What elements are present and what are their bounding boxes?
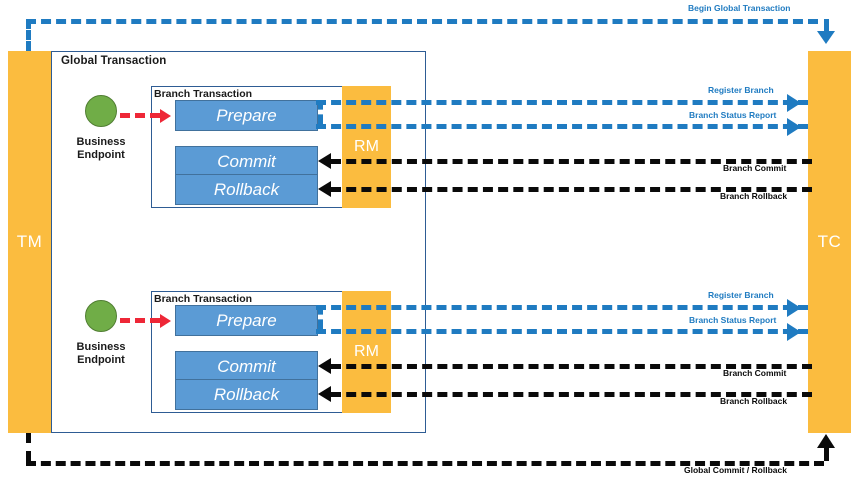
business-endpoint-label-2: Business Endpoint	[61, 341, 141, 367]
branch-commit-line-1	[331, 159, 812, 164]
action-prepare-1[interactable]: Prepare	[175, 100, 318, 131]
business-endpoint-label-line1: Business	[76, 341, 126, 353]
business-endpoint-label-1: Business Endpoint	[61, 136, 141, 162]
edge-label-begin-global-transaction: Begin Global Transaction	[688, 3, 791, 13]
edge-label-global-commit-rollback: Global Commit / Rollback	[684, 465, 787, 475]
register-branch-arrowhead-1	[787, 94, 801, 112]
branch-status-report-arrowhead-1	[787, 118, 801, 136]
global-commit-rollback-line	[26, 461, 824, 466]
action-prepare-2[interactable]: Prepare	[175, 305, 318, 336]
register-branch-connector-1	[318, 100, 323, 124]
business-endpoint-dot-2[interactable]	[85, 300, 117, 332]
branch-status-report-line-1	[316, 124, 808, 129]
branch-status-report-arrowhead-2	[787, 323, 801, 341]
pillar-tm[interactable]: TM	[8, 51, 51, 433]
branch-transaction-label-2: Branch Transaction	[154, 293, 253, 305]
endpoint-to-prepare-arrowhead-2	[160, 314, 171, 328]
begin-global-transaction-line-down-tc	[824, 19, 829, 32]
edge-label-register-branch-1: Register Branch	[708, 85, 774, 95]
branch-transaction-label-1: Branch Transaction	[154, 88, 253, 100]
begin-global-transaction-line	[26, 19, 818, 24]
endpoint-to-prepare-arrowhead-1	[160, 109, 171, 123]
business-endpoint-dot-1[interactable]	[85, 95, 117, 127]
global-commit-rollback-line-up-tm	[26, 433, 31, 461]
branch-rollback-line-1	[331, 187, 812, 192]
edge-label-branch-rollback-2: Branch Rollback	[720, 396, 788, 406]
branch-commit-arrowhead-2	[318, 358, 331, 374]
action-commit-1[interactable]: Commit	[175, 146, 318, 177]
branch-rollback-arrowhead-2	[318, 386, 331, 402]
branch-commit-arrowhead-1	[318, 153, 331, 169]
edge-label-register-branch-2: Register Branch	[708, 290, 774, 300]
global-transaction-label: Global Transaction	[61, 55, 167, 67]
branch-status-report-line-2	[316, 329, 808, 334]
action-commit-2[interactable]: Commit	[175, 351, 318, 382]
business-endpoint-label-line1: Business	[76, 136, 126, 148]
action-rollback-2[interactable]: Rollback	[175, 379, 318, 410]
edge-label-branch-rollback-1: Branch Rollback	[720, 191, 788, 201]
endpoint-to-prepare-line-1	[120, 113, 160, 118]
business-endpoint-label-line2: Endpoint	[77, 149, 125, 161]
begin-global-transaction-line-down-tm	[26, 19, 31, 51]
global-commit-rollback-line-up-tc	[824, 448, 829, 461]
edge-label-branch-commit-1: Branch Commit	[723, 163, 787, 173]
register-branch-line-2	[316, 305, 808, 310]
endpoint-to-prepare-line-2	[120, 318, 160, 323]
branch-rollback-arrowhead-1	[318, 181, 331, 197]
edge-label-branch-status-report-2: Branch Status Report	[689, 315, 777, 325]
register-branch-line-1	[316, 100, 808, 105]
action-rollback-1[interactable]: Rollback	[175, 174, 318, 205]
register-branch-connector-2	[318, 305, 323, 329]
global-commit-rollback-arrowhead	[817, 434, 835, 448]
business-endpoint-label-line2: Endpoint	[77, 354, 125, 366]
branch-rollback-line-2	[331, 392, 812, 397]
branch-commit-line-2	[331, 364, 812, 369]
register-branch-arrowhead-2	[787, 299, 801, 317]
edge-label-branch-commit-2: Branch Commit	[723, 368, 787, 378]
begin-global-transaction-arrowhead	[817, 31, 835, 44]
edge-label-branch-status-report-1: Branch Status Report	[689, 110, 777, 120]
pillar-tc[interactable]: TC	[808, 51, 851, 433]
